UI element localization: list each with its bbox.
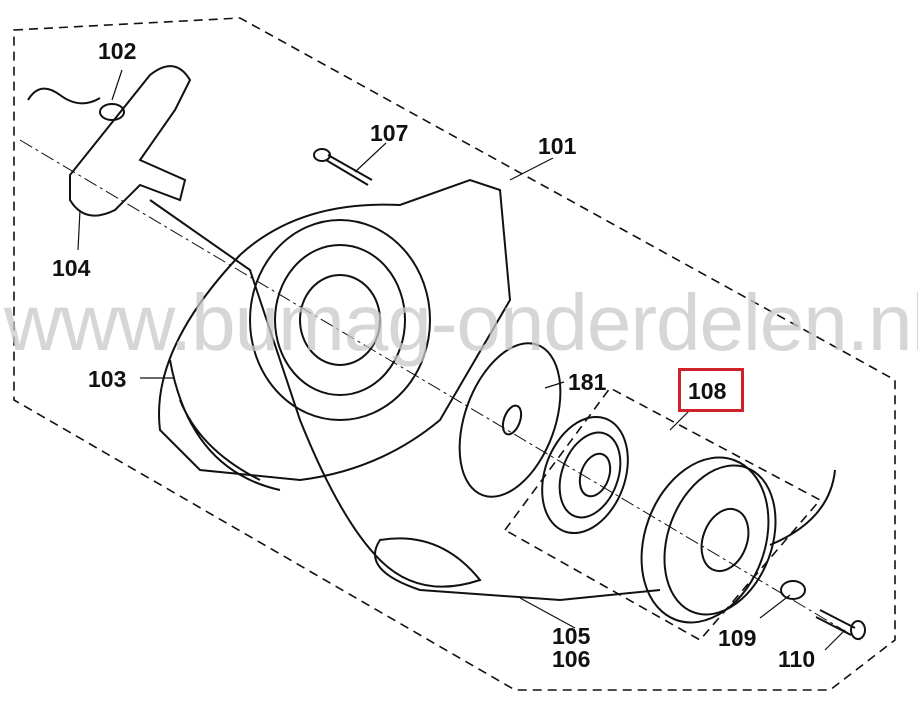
highlight-box-108 xyxy=(678,368,744,412)
starter-handle xyxy=(27,65,192,217)
label-107: 107 xyxy=(370,120,409,146)
label-110: 110 xyxy=(778,646,816,672)
leader-lines xyxy=(77,69,846,651)
label-101: 101 xyxy=(538,133,577,159)
disc-181 xyxy=(458,342,562,498)
label-108: 108 xyxy=(688,378,727,404)
label-106: 106 xyxy=(552,646,591,672)
label-103: 103 xyxy=(88,366,127,392)
label-104: 104 xyxy=(52,255,91,281)
assembly-axis xyxy=(19,139,861,641)
label-181: 181 xyxy=(568,369,607,395)
assembly-boundary xyxy=(13,17,896,691)
subassembly-108-boundary xyxy=(503,386,822,642)
label-105: 105 xyxy=(552,623,591,649)
watermark: www.bumag-onderdelen.nl xyxy=(4,278,918,367)
washer-109 xyxy=(780,580,806,600)
starter-rope xyxy=(149,199,661,602)
label-109: 109 xyxy=(718,625,757,651)
screw-107 xyxy=(313,148,373,186)
fan-housing xyxy=(158,178,512,491)
rope-pulley xyxy=(640,456,836,624)
recoil-spring xyxy=(541,415,629,535)
label-102: 102 xyxy=(98,38,137,64)
